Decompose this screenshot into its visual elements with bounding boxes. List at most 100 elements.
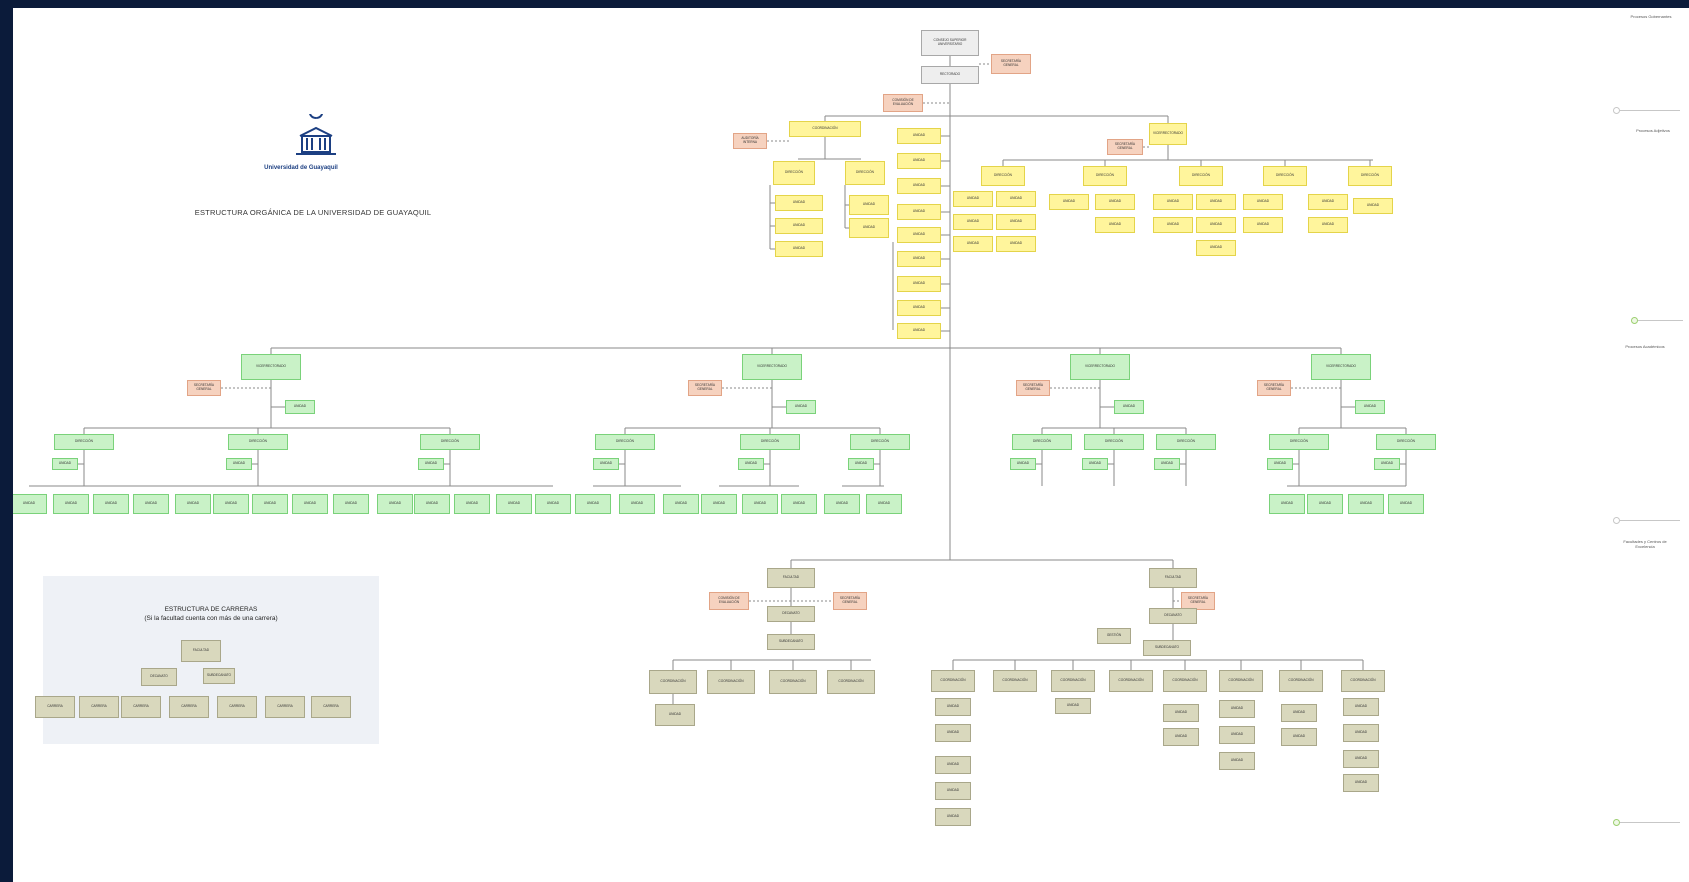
org-box-5[interactable]: AUDITORÍA INTERNA xyxy=(733,133,767,149)
org-box-35[interactable]: UNIDAD xyxy=(1049,194,1089,210)
org-box-19[interactable]: UNIDAD xyxy=(897,276,941,292)
org-box-139[interactable]: UNIDAD xyxy=(1219,726,1255,744)
org-box-127[interactable]: COORDINACIÓN xyxy=(1163,670,1207,692)
org-box-110[interactable]: COMISIÓN DE EVALUACIÓN xyxy=(709,592,749,610)
org-box-47[interactable]: UNIDAD xyxy=(1353,198,1393,214)
org-box-80[interactable]: DIRECCIÓN xyxy=(1376,434,1436,450)
org-box-65[interactable]: UNIDAD xyxy=(418,458,444,470)
org-box-17[interactable]: UNIDAD xyxy=(897,227,941,243)
org-box-117[interactable]: SUBDECANATO xyxy=(1143,640,1191,656)
org-box-125[interactable]: COORDINACIÓN xyxy=(1051,670,1095,692)
org-box-97[interactable]: UNIDAD xyxy=(619,494,655,514)
org-box-104[interactable]: UNIDAD xyxy=(1269,494,1305,514)
org-box-0[interactable]: CONSEJO SUPERIOR UNIVERSITARIO xyxy=(921,30,979,56)
org-box-60[interactable]: DIRECCIÓN xyxy=(54,434,114,450)
org-box-98[interactable]: UNIDAD xyxy=(663,494,699,514)
org-box-7[interactable]: DIRECCIÓN xyxy=(845,161,885,185)
org-box-12[interactable]: UNIDAD xyxy=(849,218,889,238)
org-box-75[interactable]: UNIDAD xyxy=(1082,458,1108,470)
org-box-95[interactable]: UNIDAD xyxy=(535,494,571,514)
org-box-36[interactable]: UNIDAD xyxy=(1095,194,1135,210)
org-box-87[interactable]: UNIDAD xyxy=(213,494,249,514)
org-box-23[interactable]: SECRETARÍA GENERAL xyxy=(1107,139,1143,155)
org-box-55[interactable]: SECRETARÍA GENERAL xyxy=(1016,380,1050,396)
org-box-143[interactable]: UNIDAD xyxy=(1343,698,1379,716)
org-box-106[interactable]: UNIDAD xyxy=(1348,494,1384,514)
org-box-56[interactable]: UNIDAD xyxy=(1114,400,1144,414)
org-box-94[interactable]: UNIDAD xyxy=(496,494,532,514)
org-box-105[interactable]: UNIDAD xyxy=(1307,494,1343,514)
org-box-89[interactable]: UNIDAD xyxy=(292,494,328,514)
org-box-4[interactable]: COORDINACIÓN xyxy=(789,121,861,137)
org-box-14[interactable]: UNIDAD xyxy=(897,153,941,169)
org-box-135[interactable]: UNIDAD xyxy=(935,808,971,826)
org-box-26[interactable]: DIRECCIÓN xyxy=(1179,166,1223,186)
org-box-130[interactable]: COORDINACIÓN xyxy=(1341,670,1385,692)
org-box-53[interactable]: UNIDAD xyxy=(786,400,816,414)
org-box-66[interactable]: DIRECCIÓN xyxy=(595,434,655,450)
org-box-82[interactable]: UNIDAD xyxy=(13,494,47,514)
org-box-109[interactable]: FACULTAD xyxy=(1149,568,1197,588)
org-box-120[interactable]: COORDINACIÓN xyxy=(769,670,817,694)
org-box-142[interactable]: UNIDAD xyxy=(1281,728,1317,746)
org-box-32[interactable]: UNIDAD xyxy=(996,214,1036,230)
org-box-69[interactable]: UNIDAD xyxy=(738,458,764,470)
org-box-78[interactable]: DIRECCIÓN xyxy=(1269,434,1329,450)
org-box-67[interactable]: UNIDAD xyxy=(593,458,619,470)
org-box-148[interactable]: FACULTAD xyxy=(181,640,221,662)
org-box-2[interactable]: SECRETARÍA GENERAL xyxy=(991,54,1031,74)
org-box-28[interactable]: DIRECCIÓN xyxy=(1348,166,1392,186)
org-box-91[interactable]: UNIDAD xyxy=(377,494,413,514)
org-box-21[interactable]: UNIDAD xyxy=(897,323,941,339)
org-box-140[interactable]: UNIDAD xyxy=(1219,752,1255,770)
org-box-11[interactable]: UNIDAD xyxy=(849,195,889,215)
org-box-57[interactable]: VICERRECTORADO xyxy=(1311,354,1371,380)
org-box-18[interactable]: UNIDAD xyxy=(897,251,941,267)
org-box-73[interactable]: UNIDAD xyxy=(1010,458,1036,470)
org-box-156[interactable]: CARRERA xyxy=(265,696,305,718)
org-box-8[interactable]: UNIDAD xyxy=(775,195,823,211)
org-box-155[interactable]: CARRERA xyxy=(217,696,257,718)
org-box-39[interactable]: UNIDAD xyxy=(1196,194,1236,210)
org-box-31[interactable]: UNIDAD xyxy=(953,214,993,230)
org-box-154[interactable]: CARRERA xyxy=(169,696,209,718)
org-box-37[interactable]: UNIDAD xyxy=(1095,217,1135,233)
org-box-119[interactable]: COORDINACIÓN xyxy=(707,670,755,694)
org-box-51[interactable]: VICERRECTORADO xyxy=(742,354,802,380)
org-box-137[interactable]: UNIDAD xyxy=(1163,728,1199,746)
org-box-133[interactable]: UNIDAD xyxy=(935,756,971,774)
org-box-25[interactable]: DIRECCIÓN xyxy=(1083,166,1127,186)
org-box-138[interactable]: UNIDAD xyxy=(1219,700,1255,718)
org-box-13[interactable]: UNIDAD xyxy=(897,128,941,144)
org-box-128[interactable]: COORDINACIÓN xyxy=(1219,670,1263,692)
org-box-61[interactable]: UNIDAD xyxy=(52,458,78,470)
org-box-83[interactable]: UNIDAD xyxy=(53,494,89,514)
org-box-38[interactable]: UNIDAD xyxy=(1153,194,1193,210)
org-box-48[interactable]: VICERRECTORADO xyxy=(241,354,301,380)
org-box-62[interactable]: DIRECCIÓN xyxy=(228,434,288,450)
org-box-63[interactable]: UNIDAD xyxy=(226,458,252,470)
org-box-101[interactable]: UNIDAD xyxy=(781,494,817,514)
org-box-33[interactable]: UNIDAD xyxy=(953,236,993,252)
org-box-81[interactable]: UNIDAD xyxy=(1374,458,1400,470)
org-box-52[interactable]: SECRETARÍA GENERAL xyxy=(688,380,722,396)
org-box-79[interactable]: UNIDAD xyxy=(1267,458,1293,470)
org-box-77[interactable]: UNIDAD xyxy=(1154,458,1180,470)
org-box-113[interactable]: DECANATO xyxy=(767,606,815,622)
org-box-44[interactable]: UNIDAD xyxy=(1243,217,1283,233)
org-box-72[interactable]: DIRECCIÓN xyxy=(1012,434,1072,450)
org-box-46[interactable]: UNIDAD xyxy=(1308,217,1348,233)
org-box-150[interactable]: SUBDECANATO xyxy=(203,668,235,684)
org-box-112[interactable]: SECRETARÍA GENERAL xyxy=(1181,592,1215,610)
org-box-50[interactable]: UNIDAD xyxy=(285,400,315,414)
org-box-49[interactable]: SECRETARÍA GENERAL xyxy=(187,380,221,396)
org-box-71[interactable]: UNIDAD xyxy=(848,458,874,470)
org-box-90[interactable]: UNIDAD xyxy=(333,494,369,514)
org-box-121[interactable]: COORDINACIÓN xyxy=(827,670,875,694)
org-box-107[interactable]: UNIDAD xyxy=(1388,494,1424,514)
org-box-24[interactable]: DIRECCIÓN xyxy=(981,166,1025,186)
org-box-16[interactable]: UNIDAD xyxy=(897,204,941,220)
org-box-151[interactable]: CARRERA xyxy=(35,696,75,718)
org-box-92[interactable]: UNIDAD xyxy=(414,494,450,514)
org-box-132[interactable]: UNIDAD xyxy=(935,724,971,742)
